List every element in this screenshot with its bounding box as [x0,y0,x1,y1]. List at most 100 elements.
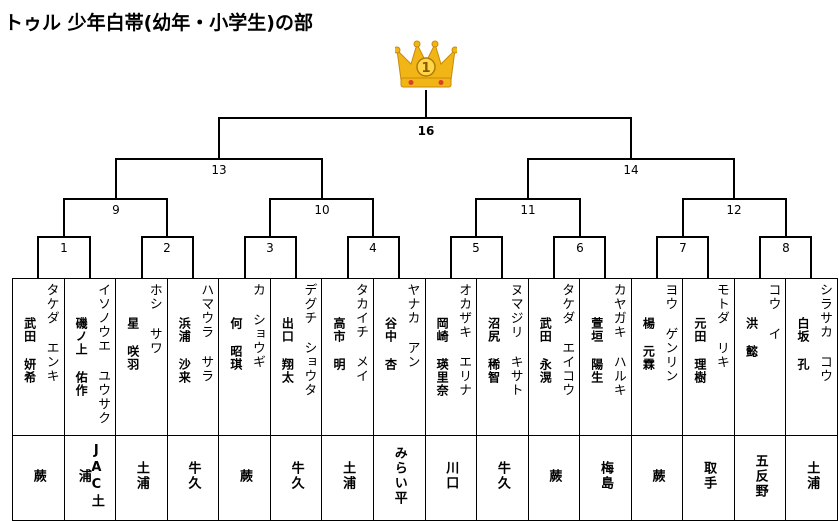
player-cell-12: カヤガキ ハルキ萱垣 陽生 [579,278,632,436]
player-cell-1: タケダ エンキ武田 妍希 [12,278,65,436]
player-cell-10: ヌマジリ キサト沼尻 稀智 [476,278,529,436]
team-name: JAC土浦 [75,443,104,509]
team-name: 牛久 [494,461,510,491]
crown-medal [416,57,436,77]
team-cell-2: JAC土浦 [63,435,117,521]
team-row: 蕨 JAC土浦 土浦 牛久 蕨 牛久 土浦 みらい平 川口 牛久 蕨 梅島 蕨 … [12,435,838,521]
player-kana: ハマウラ サラ [198,283,214,383]
player-kana: ホシ サワ [146,283,162,355]
team-cell-10: 牛久 [476,435,529,521]
match-number-11: 11 [513,203,543,217]
team-cell-11: 蕨 [527,435,581,521]
team-cell-8: みらい平 [372,435,426,521]
match-number-9: 9 [101,203,131,217]
player-cell-2: イソノウエ ユウサク磯ノ上 佑作 [63,278,117,436]
crown-number: 1 [421,61,430,76]
player-kana: デグチ ショウタ [301,283,317,397]
match-number-6: 6 [565,241,595,255]
player-kanji: 元田 理樹 [692,317,707,384]
player-kana: コウ イ [765,283,781,341]
player-kana: カヤガキ ハルキ [610,283,626,397]
page-title: トゥル 少年白帯(幼年・小学生)の部 [4,12,313,34]
crown-icon: 1 [395,40,457,88]
crown-tip [451,46,457,54]
name-row: タケダ エンキ武田 妍希 イソノウエ ユウサク磯ノ上 佑作 ホシ サワ星 咲羽 … [12,278,838,436]
player-cell-14: モトダ リキ元田 理樹 [682,278,735,436]
player-kanji: 洪 懿 [744,317,759,358]
crown-tip [413,40,421,48]
crown-jewel [408,80,414,85]
team-name: 蕨 [237,468,253,484]
player-cell-4: ハマウラ サラ浜浦 沙来 [166,278,220,436]
match-number-2: 2 [152,241,182,255]
player-kana: モトダ リキ [713,283,729,369]
team-name: 川口 [443,461,459,491]
team-name: 梅島 [597,461,613,491]
player-kanji: 磯ノ上 佑作 [74,317,89,397]
team-name: 蕨 [546,468,562,484]
team-cell-4: 牛久 [166,435,220,521]
player-cell-16: シラサカ コウ白坂 孔 [785,278,838,436]
team-name: みらい平 [391,446,407,506]
player-cell-3: ホシ サワ星 咲羽 [115,278,168,436]
player-kanji: 楊 元霖 [641,317,656,371]
player-kana: ヤナカ アン [404,283,420,369]
team-name: 五反野 [752,453,768,499]
player-kana: イソノウエ ユウサク [95,283,111,425]
player-kana: カ ショウギ [249,283,265,369]
player-kana: タケダ エイコウ [559,283,575,397]
player-kana: ヌマジリ キサト [507,283,523,397]
player-kanji: 沼尻 稀智 [486,317,501,384]
match-number-final: 16 [411,124,441,138]
team-cell-6: 牛久 [269,435,323,521]
team-cell-5: 蕨 [218,435,271,521]
player-cell-8: ヤナカ アン谷中 杏 [372,278,426,436]
team-name: 蕨 [649,468,665,484]
match-number-14: 14 [616,163,646,177]
player-cell-15: コウ イ洪 懿 [733,278,787,436]
player-cell-13: ヨウ ゲンリン楊 元霖 [630,278,684,436]
player-kanji: 高市 明 [331,317,346,371]
team-cell-16: 土浦 [785,435,838,521]
team-name: 土浦 [133,461,149,491]
crown-tip [395,46,401,54]
player-cell-9: オカザキ エリナ岡崎 瑛里奈 [424,278,478,436]
player-kana: シラサカ コウ [817,283,832,383]
player-cell-5: カ ショウギ何 昭琪 [218,278,271,436]
crown-jewel [438,80,444,85]
player-kana: ヨウ ゲンリン [662,283,678,383]
match-number-1: 1 [49,241,79,255]
crown-band [400,77,452,88]
team-cell-12: 梅島 [579,435,632,521]
match-number-8: 8 [771,241,801,255]
team-cell-3: 土浦 [115,435,168,521]
team-cell-13: 蕨 [630,435,684,521]
player-kana: オカザキ エリナ [456,283,472,397]
player-kanji: 谷中 杏 [383,317,398,371]
player-kanji: 武田 永滉 [538,317,553,384]
team-name: 土浦 [340,461,356,491]
team-name: 取手 [701,461,717,491]
player-kana: タケダ エンキ [43,283,59,383]
team-cell-1: 蕨 [12,435,65,521]
match-number-5: 5 [461,241,491,255]
match-number-13: 13 [204,163,234,177]
team-name: 蕨 [30,468,46,484]
team-name: 牛久 [288,461,304,491]
player-kanji: 浜浦 沙来 [177,317,192,384]
match-number-3: 3 [255,241,285,255]
player-kanji: 星 咲羽 [125,317,140,371]
player-cell-11: タケダ エイコウ武田 永滉 [527,278,581,436]
player-kana: タカイチ メイ [352,283,368,383]
player-cell-7: タカイチ メイ高市 明 [321,278,374,436]
player-kanji: 萱垣 陽生 [589,317,604,384]
team-cell-9: 川口 [424,435,478,521]
player-kanji: 白坂 孔 [796,317,810,371]
entrant-table: タケダ エンキ武田 妍希 イソノウエ ユウサク磯ノ上 佑作 ホシ サワ星 咲羽 … [12,278,838,521]
player-cell-6: デグチ ショウタ出口 翔太 [269,278,323,436]
team-cell-15: 五反野 [733,435,787,521]
player-kanji: 武田 妍希 [22,317,37,384]
player-kanji: 出口 翔太 [280,317,295,384]
match-number-4: 4 [358,241,388,255]
